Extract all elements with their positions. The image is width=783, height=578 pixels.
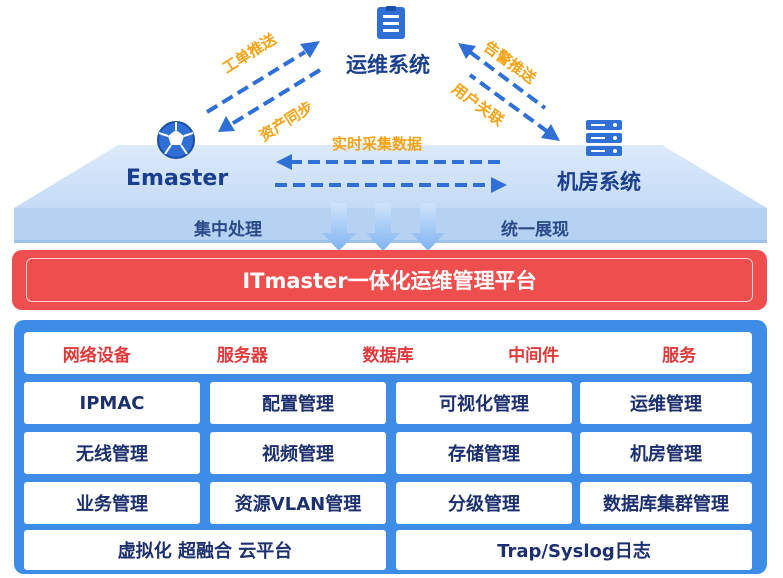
module-trap-syslog: Trap/Syslog日志 <box>396 530 752 570</box>
emaster-label: Emaster <box>126 166 229 191</box>
module-tiered-management: 分级管理 <box>396 482 572 524</box>
modules-panel: 网络设备 服务器 数据库 中间件 服务 IPMAC 配置管理 可视化管理 运维管… <box>14 320 767 574</box>
module-datacenter-management: 机房管理 <box>580 432 752 474</box>
category-database: 数据库 <box>362 345 414 366</box>
module-video-management: 视频管理 <box>210 432 386 474</box>
module-db-cluster-management: 数据库集群管理 <box>580 482 752 524</box>
category-servers: 服务器 <box>216 345 268 366</box>
diagram-graphics <box>14 41 767 250</box>
server-icon <box>585 119 623 157</box>
category-services: 服务 <box>662 345 697 366</box>
down-arrows <box>322 203 445 250</box>
module-wireless-management: 无线管理 <box>24 432 200 474</box>
document-icon <box>376 6 406 40</box>
unified-display-label: 统一展现 <box>501 220 569 240</box>
ops-system-label: 运维系统 <box>346 53 430 77</box>
module-storage-management: 存储管理 <box>396 432 572 474</box>
module-ops-management: 运维管理 <box>580 382 752 424</box>
centralized-processing-label: 集中处理 <box>194 220 262 240</box>
platform-title: ITmaster一体化运维管理平台 <box>242 269 537 293</box>
category-middleware: 中间件 <box>508 345 560 366</box>
category-network-devices: 网络设备 <box>62 345 131 366</box>
module-visualization-management: 可视化管理 <box>396 382 572 424</box>
category-row: 网络设备 服务器 数据库 中间件 服务 <box>24 332 752 374</box>
realtime-collect-label: 实时采集数据 <box>332 135 423 153</box>
module-resource-vlan-management: 资源VLAN管理 <box>210 482 386 524</box>
module-config-management: 配置管理 <box>210 382 386 424</box>
platform-banner: ITmaster一体化运维管理平台 <box>12 250 767 310</box>
module-ipmac: IPMAC <box>24 382 200 424</box>
module-virtualization-hci-cloud: 虚拟化 超融合 云平台 <box>24 530 386 570</box>
globe-icon <box>157 121 195 159</box>
top-plane <box>14 145 767 208</box>
datacenter-system-label: 机房系统 <box>557 170 641 194</box>
module-business-management: 业务管理 <box>24 482 200 524</box>
